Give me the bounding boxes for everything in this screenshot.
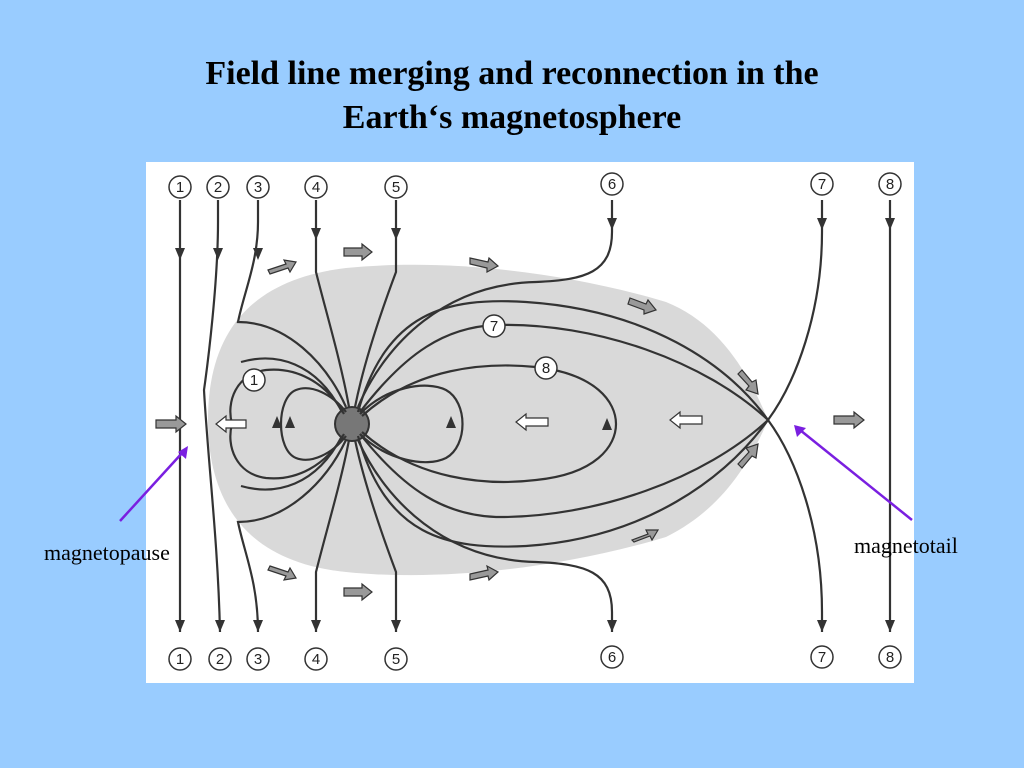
field-line-dayside-1 xyxy=(240,357,343,413)
top-number-2: 2 xyxy=(214,179,222,196)
flow-arrow xyxy=(737,443,759,469)
field-line-5-south xyxy=(353,439,398,632)
bottom-number-4: 4 xyxy=(312,651,320,668)
flow-arrow xyxy=(469,256,500,274)
field-line-number-markers xyxy=(168,172,902,671)
return-flow-arrow xyxy=(515,412,549,432)
magnetopause-label: magnetopause xyxy=(44,540,170,565)
interior-number-markers xyxy=(242,314,558,392)
top-number-7: 7 xyxy=(818,176,826,193)
flow-arrow xyxy=(343,582,373,602)
field-line-2 xyxy=(202,200,222,633)
field-line-4-south xyxy=(314,439,351,632)
field-line-8-closed xyxy=(361,364,618,484)
flow-arrow xyxy=(267,565,297,581)
field-line-7 xyxy=(766,200,824,632)
return-flow-arrows xyxy=(215,410,703,434)
bottom-number-3: 3 xyxy=(254,651,262,668)
diagram-svg: 1 2 3 4 5 6 7 8 1 2 3 4 5 6 7 8 1 7 8 xyxy=(155,172,902,671)
field-line-number-text: 1 2 3 4 5 6 7 8 1 2 3 4 5 6 7 8 1 7 8 xyxy=(176,176,894,668)
bottom-number-1: 1 xyxy=(176,651,184,668)
interior-number-7: 7 xyxy=(490,318,498,335)
bottom-number-markers xyxy=(168,645,902,671)
top-number-3: 3 xyxy=(254,179,262,196)
interior-number-8: 8 xyxy=(542,360,550,377)
return-flow-arrow xyxy=(669,410,703,430)
field-line-3-south xyxy=(236,439,347,633)
flow-arrow xyxy=(630,529,660,543)
flow-arrow xyxy=(627,297,658,315)
flow-arrow xyxy=(833,410,865,430)
title-line-1: Field line merging and reconnection in t… xyxy=(205,55,819,92)
field-line-4 xyxy=(314,200,351,408)
top-number-6: 6 xyxy=(608,176,616,193)
top-number-1: 1 xyxy=(176,179,184,196)
field-line-dayside-1-south xyxy=(240,435,343,491)
slide-title: Field line merging and reconnection in t… xyxy=(0,52,1024,140)
flow-arrow xyxy=(267,259,297,275)
return-flow-arrow xyxy=(215,414,247,434)
flow-arrows xyxy=(155,242,865,602)
bottom-number-6: 6 xyxy=(608,649,616,666)
bottom-number-8: 8 xyxy=(886,649,894,666)
field-line-inner-left-2 xyxy=(279,387,347,461)
flow-arrow xyxy=(469,564,500,582)
field-lines xyxy=(178,200,892,633)
top-number-markers xyxy=(168,172,902,199)
magnetosphere-diagram: 1 2 3 4 5 6 7 8 1 2 3 4 5 6 7 8 1 7 8 xyxy=(146,162,914,683)
field-line-outer-1 xyxy=(356,300,769,421)
flow-arrow xyxy=(155,414,187,434)
field-line-6-south xyxy=(356,439,614,632)
top-number-8: 8 xyxy=(886,176,894,193)
field-line-5 xyxy=(353,200,398,408)
flow-arrow xyxy=(737,369,759,395)
bottom-number-7: 7 xyxy=(818,649,826,666)
interior-number-1: 1 xyxy=(250,372,258,389)
field-line-6 xyxy=(356,200,614,408)
magnetotail-label: magnetotail xyxy=(854,533,958,558)
earth xyxy=(334,406,370,442)
bottom-number-2: 2 xyxy=(216,651,224,668)
line-arrowheads xyxy=(175,218,895,632)
bottom-number-5: 5 xyxy=(392,651,400,668)
title-line-2: Earth‘s magnetosphere xyxy=(342,99,682,136)
field-line-outer-1-south xyxy=(356,419,769,548)
top-number-5: 5 xyxy=(392,179,400,196)
flow-arrow xyxy=(343,242,373,262)
top-number-4: 4 xyxy=(312,179,320,196)
